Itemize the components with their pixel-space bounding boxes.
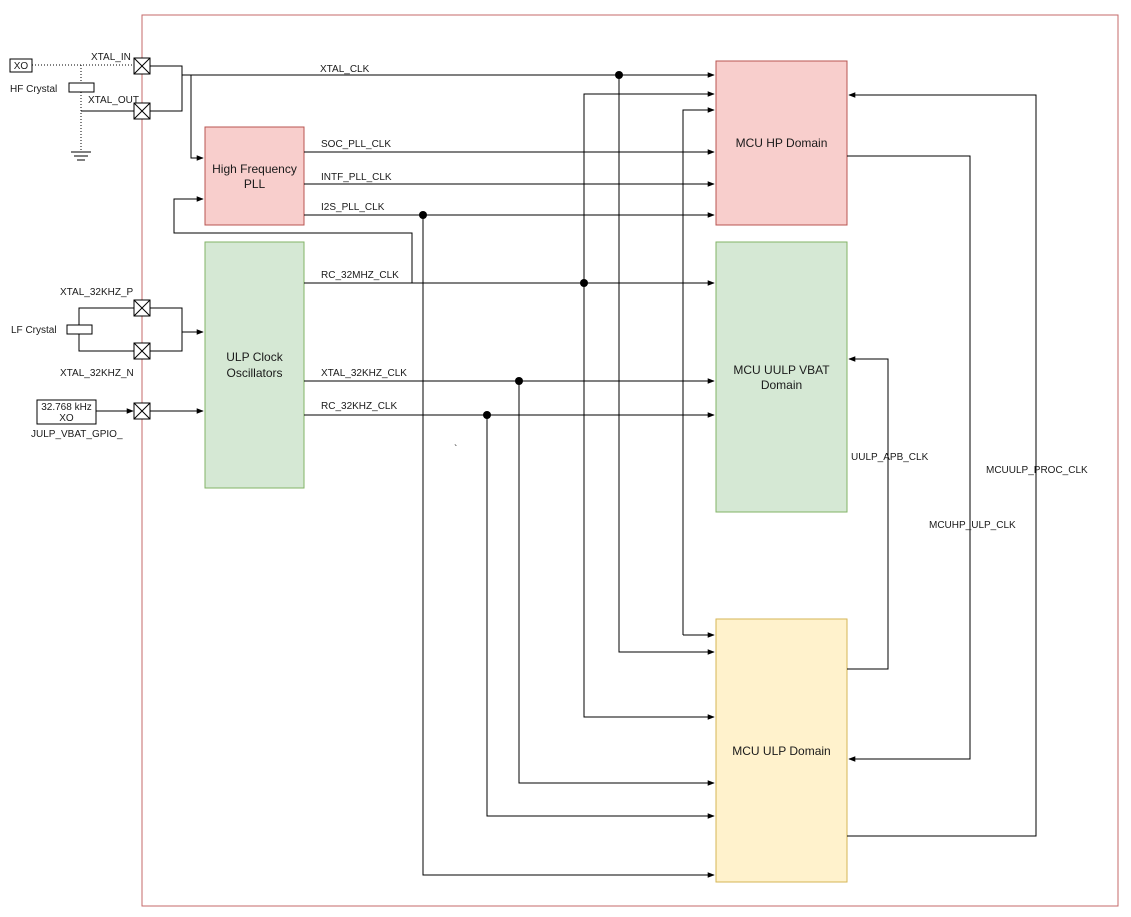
mcu-hp-label: MCU HP Domain bbox=[736, 136, 828, 150]
mcuhp-ulp-clk-label: MCUHP_ULP_CLK bbox=[929, 520, 1016, 531]
lf-crystal-section: XTAL_32KHZ_P LF Crystal XTAL_32KHZ_N bbox=[11, 287, 134, 379]
xtal-32khz-n-label: XTAL_32KHZ_N bbox=[60, 368, 134, 379]
gpio-label: JULP_VBAT_GPIO_ bbox=[31, 429, 123, 440]
rc-32mhz-clk-label: RC_32MHZ_CLK bbox=[321, 270, 399, 281]
pads bbox=[133, 57, 151, 420]
chip-boundary bbox=[141, 14, 1119, 907]
rc-32khz-clk-label: RC_32KHZ_CLK bbox=[321, 401, 397, 412]
xtal-clk-to-ulp-wire bbox=[618, 75, 715, 655]
pad-xtal-in bbox=[133, 57, 151, 75]
xo-32khz-label-line1: 32.768 kHz bbox=[41, 402, 92, 413]
wiring bbox=[150, 65, 1037, 878]
xtal-out-label: XTAL_OUT bbox=[88, 95, 139, 106]
xo-32khz-box bbox=[36, 399, 97, 425]
hf-crystal-label: HF Crystal bbox=[10, 84, 57, 95]
hf-pll-label-line2: PLL bbox=[244, 177, 266, 191]
mcuhp-ulp-clk-wire bbox=[847, 155, 971, 762]
uulp-apb-clk-label: UULP_APB_CLK bbox=[851, 452, 929, 463]
soc-pll-clk-label: SOC_PLL_CLK bbox=[321, 139, 391, 150]
mcu-ulp-label: MCU ULP Domain bbox=[732, 744, 830, 758]
mcu-uulp-label-line1: MCU UULP VBAT bbox=[733, 363, 830, 377]
ulp-to-hp-wire bbox=[682, 107, 715, 635]
signal-labels: XTAL_CLK SOC_PLL_CLK INTF_PLL_CLK I2S_PL… bbox=[320, 64, 1088, 531]
xtal-to-pll-wire bbox=[190, 75, 204, 161]
block-mcu-uulp-vbat-domain: MCU UULP VBAT Domain bbox=[715, 241, 848, 513]
i2s-pll-clk-label: I2S_PLL_CLK bbox=[321, 202, 385, 213]
ground-icon bbox=[71, 151, 91, 161]
block-mcu-hp-domain: MCU HP Domain bbox=[715, 60, 848, 226]
xtal-in-label: XTAL_IN bbox=[91, 52, 131, 63]
mcu-uulp-label-line2: Domain bbox=[761, 378, 802, 392]
xtal-32khz-clk-label: XTAL_32KHZ_CLK bbox=[321, 368, 407, 379]
xtal-clk-label: XTAL_CLK bbox=[320, 64, 370, 75]
rc32mhz-to-ulp-wire bbox=[583, 283, 715, 720]
lf-crystal-label: LF Crystal bbox=[11, 325, 57, 336]
pad-xtal-32khz-p bbox=[133, 299, 151, 317]
stray-mark: ` bbox=[454, 443, 457, 455]
rc32mhz-to-hp-wire bbox=[583, 91, 715, 283]
block-mcu-ulp-domain: MCU ULP Domain bbox=[715, 618, 848, 883]
xtal-loop-wire bbox=[150, 65, 183, 112]
xtal32khz-to-ulp-wire bbox=[518, 381, 715, 786]
xtal-32khz-p-label: XTAL_32KHZ_P bbox=[60, 287, 134, 298]
xo-32khz-section: 32.768 kHz XO JULP_VBAT_GPIO_ bbox=[31, 399, 134, 440]
i2s-pll-to-ulp-wire bbox=[422, 215, 715, 878]
pad-xtal-out bbox=[133, 102, 151, 120]
intf-pll-clk-label: INTF_PLL_CLK bbox=[321, 172, 392, 183]
block-ulp-clock-oscillators: ULP Clock Oscillators bbox=[204, 241, 305, 489]
junction-dot bbox=[615, 71, 623, 79]
pad-xtal-32khz-n bbox=[133, 342, 151, 360]
hf-crystal-section: XO HF Crystal XTAL_IN XTAL_OUT bbox=[9, 52, 139, 161]
ulp-osc-label-line2: Oscillators bbox=[226, 366, 282, 380]
lf-pad-loop-wire bbox=[150, 307, 183, 352]
rc32mhz-to-pll-wire bbox=[173, 196, 413, 283]
junction-dots bbox=[419, 71, 623, 419]
hf-pll-label-line1: High Frequency bbox=[212, 162, 297, 176]
junction-dot bbox=[419, 211, 427, 219]
lf-crystal-wire-bottom bbox=[78, 334, 134, 352]
xo-32khz-label-line2: XO bbox=[59, 413, 74, 424]
rc32khz-to-ulp-wire bbox=[486, 415, 715, 819]
junction-dot bbox=[483, 411, 491, 419]
pad-gpio bbox=[133, 402, 151, 420]
ulp-osc-label-line1: ULP Clock bbox=[226, 350, 283, 364]
uulp-apb-clk-wire bbox=[847, 356, 889, 670]
mcuulp-proc-clk-wire bbox=[847, 92, 1037, 837]
junction-dot bbox=[580, 279, 588, 287]
lf-crystal-symbol bbox=[66, 324, 93, 335]
junction-dot bbox=[515, 377, 523, 385]
mcuulp-proc-clk-label: MCUULP_PROC_CLK bbox=[986, 465, 1088, 476]
block-hf-pll: High Frequency PLL bbox=[204, 126, 305, 226]
lf-crystal-wire-top bbox=[78, 307, 134, 325]
xo-label: XO bbox=[14, 61, 29, 72]
hf-crystal-symbol bbox=[68, 82, 95, 93]
